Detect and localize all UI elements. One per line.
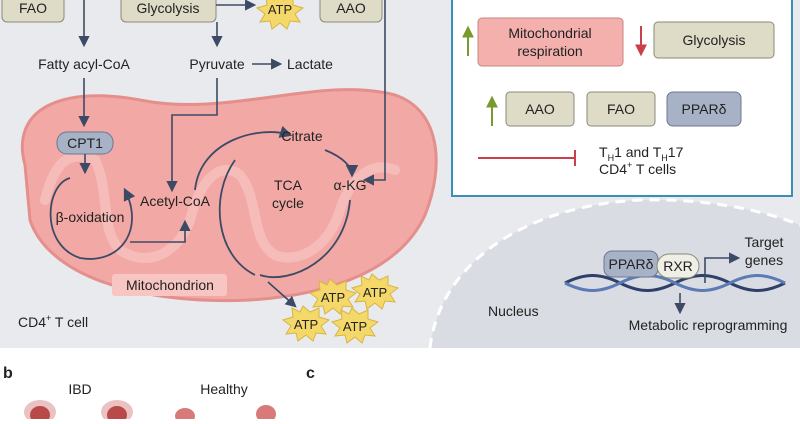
legend-glycolysis-box <box>653 21 775 59</box>
acetyl-coa-label: Acetyl-CoA <box>140 193 211 209</box>
panel-c-label: c <box>306 365 315 382</box>
th-mid: 1 and T <box>614 144 662 160</box>
arrow-to-atp-cluster <box>267 281 297 308</box>
th-h1: H <box>608 153 615 163</box>
legend-ppard-label: PPARδ <box>682 101 727 117</box>
legend-fao-label: FAO <box>607 101 635 117</box>
atp-label-1: ATP <box>321 290 345 305</box>
nuclear-envelope <box>428 198 800 349</box>
th-end: 17 <box>668 144 684 160</box>
mitochondrion-label: Mitochondrion <box>126 277 214 293</box>
atp-burst-3 <box>281 305 331 342</box>
atp-burst-1 <box>308 278 358 315</box>
dna-helix <box>564 274 786 292</box>
atp-label-2: ATP <box>363 285 387 300</box>
dna-strand-2 <box>564 274 786 292</box>
tca-label-1: TCA <box>274 177 303 193</box>
beta-oxidation-label: β-oxidation <box>56 209 125 225</box>
th-h2: H <box>661 153 668 163</box>
arrow-beta-acetylcoa <box>130 219 191 243</box>
cpt1-label: CPT1 <box>67 135 103 151</box>
cd4-sup: + <box>627 160 632 170</box>
panel-b-label: b <box>3 365 13 382</box>
legend-glycolysis-label: Glycolysis <box>682 32 745 48</box>
rxr-box <box>656 253 700 279</box>
legend-aao-box <box>505 91 575 127</box>
target-genes-1: Target <box>745 234 784 250</box>
legend-cd4-label: CD4+ T cells <box>599 160 676 177</box>
arrow-aao-akg <box>362 0 386 186</box>
arrow-citrate-akg <box>324 149 359 178</box>
beta-oxidation-cycle <box>49 177 136 260</box>
legend-aao-label: AAO <box>525 101 555 117</box>
akg-label: α-KG <box>334 177 367 193</box>
atp-label-top: ATP <box>268 2 292 17</box>
legend-respiration-1: Mitochondrial <box>508 25 591 41</box>
cd4-main: CD4 <box>599 161 627 177</box>
aao-label: AAO <box>336 0 366 16</box>
glycolysis-box <box>120 0 217 23</box>
tca-label-2: cycle <box>272 195 304 211</box>
cell-label: CD4+ T cell <box>18 313 88 330</box>
citrate-label: Citrate <box>281 128 322 144</box>
healthy-label: Healthy <box>200 381 247 397</box>
tca-left-arc <box>218 159 256 276</box>
atp-label-3: ATP <box>294 317 318 332</box>
cell-label-rest: T cell <box>51 314 88 330</box>
cell-label-main: CD4 <box>18 314 46 330</box>
glycolysis-label: Glycolysis <box>136 0 199 16</box>
tca-lower-arc <box>259 199 351 279</box>
fao-label: FAO <box>19 0 47 16</box>
mitochondrion-label-bg <box>112 274 227 296</box>
rxr-label: RXR <box>663 258 693 274</box>
atp-burst-2 <box>350 273 400 310</box>
atp-burst-4 <box>330 307 380 344</box>
reprogramming-label: Metabolic reprogramming <box>629 317 788 333</box>
atp-label-4: ATP <box>343 319 367 334</box>
atp-cluster: ATP ATP ATP ATP <box>281 273 400 344</box>
lower-panel-bg <box>0 348 800 419</box>
th-t: T <box>599 144 608 160</box>
legend-ppard-box <box>666 91 742 127</box>
nucleus-label: Nucleus <box>488 303 539 319</box>
aao-box <box>319 0 383 23</box>
cell-label-sup: + <box>46 313 51 323</box>
nucleus-ppard-label: PPARδ <box>609 256 654 272</box>
arrow-target-genes <box>704 252 741 283</box>
arrow-acetylcoa-citrate <box>194 125 293 191</box>
arrow-pyruvate-acetylcoa <box>166 78 218 193</box>
fao-box <box>1 0 65 23</box>
atp-burst-top <box>255 0 305 30</box>
lactate-label: Lactate <box>287 56 333 72</box>
legend-respiration-2: respiration <box>517 43 582 59</box>
legend-th-label: TH1 and TH17 <box>599 144 684 163</box>
pyruvate-label: Pyruvate <box>189 56 244 72</box>
fatty-acyl-coa-label: Fatty acyl-CoA <box>38 56 130 72</box>
legend-fao-box <box>586 91 656 127</box>
target-genes-2: genes <box>745 252 783 268</box>
cd4-rest: T cells <box>632 161 676 177</box>
ibd-label: IBD <box>68 381 91 397</box>
legend-respiration-box <box>477 17 624 67</box>
cristae <box>40 151 400 264</box>
